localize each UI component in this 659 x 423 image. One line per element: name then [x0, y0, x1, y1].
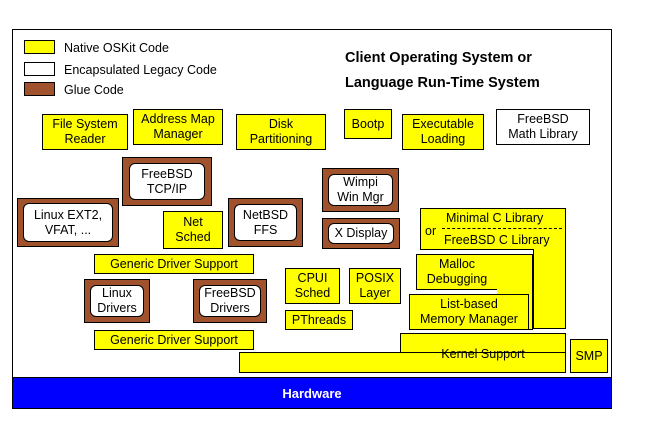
- linux-ext2-box: Linux EXT2, VFAT, ...: [23, 203, 113, 242]
- disk-partitioning-box: Disk Partitioning: [236, 114, 326, 150]
- c-library-box: [420, 208, 566, 250]
- freebsd-math-library-box: FreeBSD Math Library: [496, 109, 590, 145]
- generic-driver-support-top-box: Generic Driver Support: [94, 254, 254, 274]
- netbsd-ffs-box: NetBSD FFS: [234, 204, 297, 241]
- minimal-c-library-label: Minimal C Library: [446, 211, 544, 225]
- title-line-2: Language Run-Time System: [345, 75, 540, 91]
- freebsd-drivers-box: FreeBSD Drivers: [199, 285, 261, 317]
- legend-glue-label: Glue Code: [64, 83, 124, 97]
- title-line-1: Client Operating System or: [345, 50, 532, 66]
- malloc-debugging-box: Malloc Debugging: [416, 254, 498, 290]
- hardware-bar: Hardware: [12, 377, 612, 409]
- posix-layer-box: POSIX Layer: [349, 268, 401, 304]
- legend-native-label: Native OSKit Code: [64, 41, 169, 55]
- cpui-sched-box: CPUI Sched: [285, 268, 340, 304]
- list-based-memory-manager-box: List-based Memory Manager: [409, 294, 529, 330]
- file-system-reader-box: File System Reader: [42, 114, 128, 150]
- kernel-support-label: Kernel Support: [441, 346, 525, 361]
- generic-driver-support-bottom-box: Generic Driver Support: [94, 330, 254, 350]
- linux-drivers-box: Linux Drivers: [90, 285, 144, 317]
- x-display-box: X Display: [328, 223, 394, 244]
- executable-loading-box: Executable Loading: [402, 114, 484, 150]
- net-sched-box: Net Sched: [163, 211, 223, 249]
- legend-legacy-swatch: [24, 62, 55, 76]
- freebsd-c-library-label: FreeBSD C Library: [444, 233, 550, 247]
- c-library-column: [533, 249, 566, 329]
- legend-native-swatch: [24, 40, 55, 54]
- legend-legacy-label: Encapsulated Legacy Code: [64, 63, 217, 77]
- freebsd-tcpip-box: FreeBSD TCP/IP: [129, 163, 205, 200]
- smp-box: SMP: [570, 339, 608, 373]
- pthreads-box: PThreads: [285, 310, 353, 330]
- or-label: or: [425, 224, 437, 238]
- wimpi-box: Wimpi Win Mgr: [328, 174, 393, 206]
- c-library-divider: [442, 228, 562, 229]
- bootp-box: Bootp: [344, 109, 392, 139]
- legend-glue-swatch: [24, 82, 55, 96]
- kernel-support-upper: [400, 333, 566, 353]
- address-map-manager-box: Address Map Manager: [133, 109, 223, 145]
- kernel-support-lower: [239, 352, 566, 373]
